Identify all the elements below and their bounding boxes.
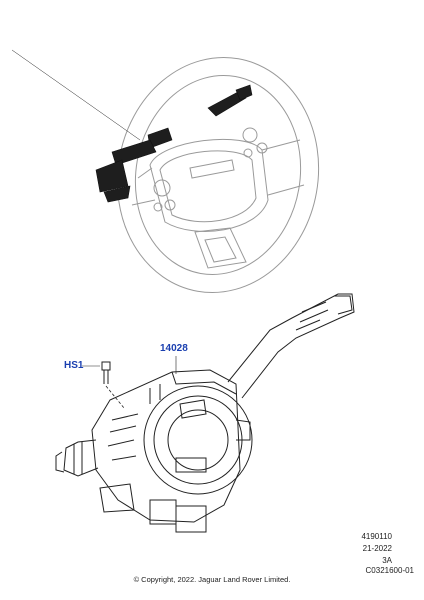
wheel-stalk-highlight [95, 84, 253, 203]
housing-ribs [107, 384, 161, 461]
lower-spoke [194, 227, 247, 269]
wheel-control-switch [153, 179, 171, 197]
fixing-callout: HS1 [64, 360, 84, 371]
lower-spoke-inner [204, 236, 237, 263]
reference-code: C0321600-01 [365, 566, 414, 575]
steering-wheel-hub [149, 138, 269, 232]
reference-revision: 3A [382, 556, 392, 565]
column-switch-assembly [55, 293, 355, 533]
wheel-control-switch [164, 199, 176, 211]
wiper-stalk-detail [295, 301, 329, 331]
clockspring-tab [179, 399, 207, 419]
clockspring-mid-ring [153, 395, 243, 485]
clockspring-lug [235, 419, 251, 441]
connector-block [175, 505, 207, 533]
wheel-control-switch [243, 148, 253, 158]
left-spoke [131, 167, 156, 206]
wheel-control-switch [256, 142, 268, 154]
switch-housing [91, 369, 241, 523]
wiper-stalk-tip [334, 295, 353, 315]
reference-date: 21-2022 [362, 544, 392, 553]
reference-number: 4190110 [361, 532, 392, 541]
part-number-callout: 14028 [160, 343, 188, 354]
clockspring-outer-ring [143, 385, 253, 495]
clockspring-connector [175, 457, 207, 473]
connector-block [99, 483, 135, 513]
leader-line [11, 49, 141, 141]
bolt-position-line [105, 385, 125, 409]
airbag-cover-slot [189, 159, 235, 179]
wheel-control-switch [242, 127, 258, 143]
fixing-bolt [101, 361, 111, 384]
clockspring-inner-ring [167, 409, 229, 471]
switch-housing-top [171, 371, 237, 395]
steering-wheel-rim-inner [134, 74, 302, 276]
right-spoke [261, 139, 305, 196]
indicator-stalk-knob [55, 451, 65, 473]
steering-wheel-rim-outer [116, 57, 320, 293]
steering-wheel-hub-inner [159, 150, 257, 223]
indicator-stalk [63, 439, 99, 477]
indicator-stalk-ring [73, 442, 83, 474]
copyright-notice: © Copyright, 2022. Jaguar Land Rover Lim… [133, 575, 291, 584]
wiper-stalk [227, 293, 355, 399]
wheel-control-switch [153, 202, 163, 212]
steering-wheel-illustration [11, 49, 320, 293]
